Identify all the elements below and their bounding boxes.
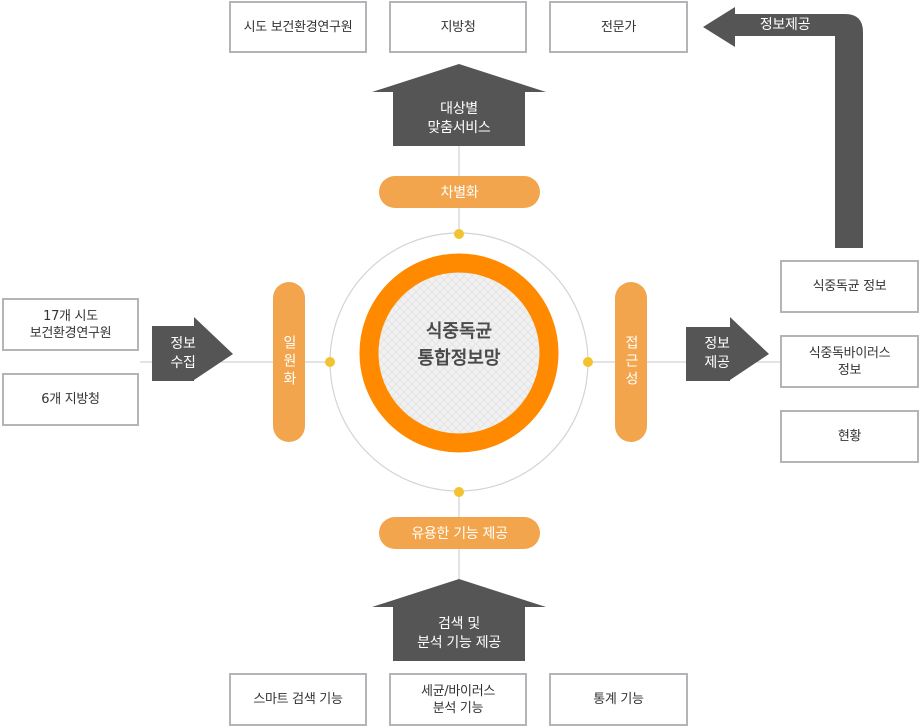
left-box-6-offices: 6개 지방청 — [2, 373, 139, 426]
dot-top — [454, 229, 464, 239]
pill-unification: 일원화 — [273, 282, 305, 442]
dot-left — [325, 357, 335, 367]
left-box-17-institutes: 17개 시도 보건환경연구원 — [2, 298, 139, 351]
center-circle — [359, 253, 559, 453]
arrow-top-label: 대상별 맞춤서비스 — [427, 101, 491, 136]
arrow-top — [372, 64, 546, 146]
arrow-right-label: 정보 제공 — [704, 336, 730, 371]
right-box-virus-info: 식중독바이러스 정보 — [780, 335, 919, 388]
arrow-left — [152, 317, 233, 381]
dot-right — [583, 357, 593, 367]
top-box-regional-office: 지방청 — [389, 1, 527, 53]
arrow-left-label: 정보 수집 — [170, 335, 196, 371]
arrow-right — [686, 317, 769, 381]
right-box-bacteria-info: 식중독균 정보 — [780, 260, 919, 313]
center-title: 식중독균 통합정보망 — [417, 321, 501, 369]
bottom-box-analysis: 세균/바이러스 분석 기능 — [389, 673, 527, 726]
top-box-health-institute: 시도 보건환경연구원 — [229, 1, 367, 53]
pill-differentiation: 차별화 — [379, 176, 540, 208]
top-box-expert: 전문가 — [549, 1, 688, 53]
dot-bottom — [454, 487, 464, 497]
bottom-box-smart-search: 스마트 검색 기능 — [229, 673, 367, 726]
arrow-bottom-label: 검색 및 분석 기능 제공 — [417, 616, 501, 651]
arrow-bottom — [372, 579, 546, 661]
pill-useful-features: 유용한 기능 제공 — [379, 517, 540, 549]
arrow-corner — [703, 7, 863, 248]
pill-accessibility: 접근성 — [615, 282, 647, 442]
bottom-box-statistics: 통계 기능 — [549, 673, 688, 726]
arrow-corner-label: 정보제공 — [759, 16, 811, 33]
right-box-status: 현황 — [780, 410, 919, 463]
